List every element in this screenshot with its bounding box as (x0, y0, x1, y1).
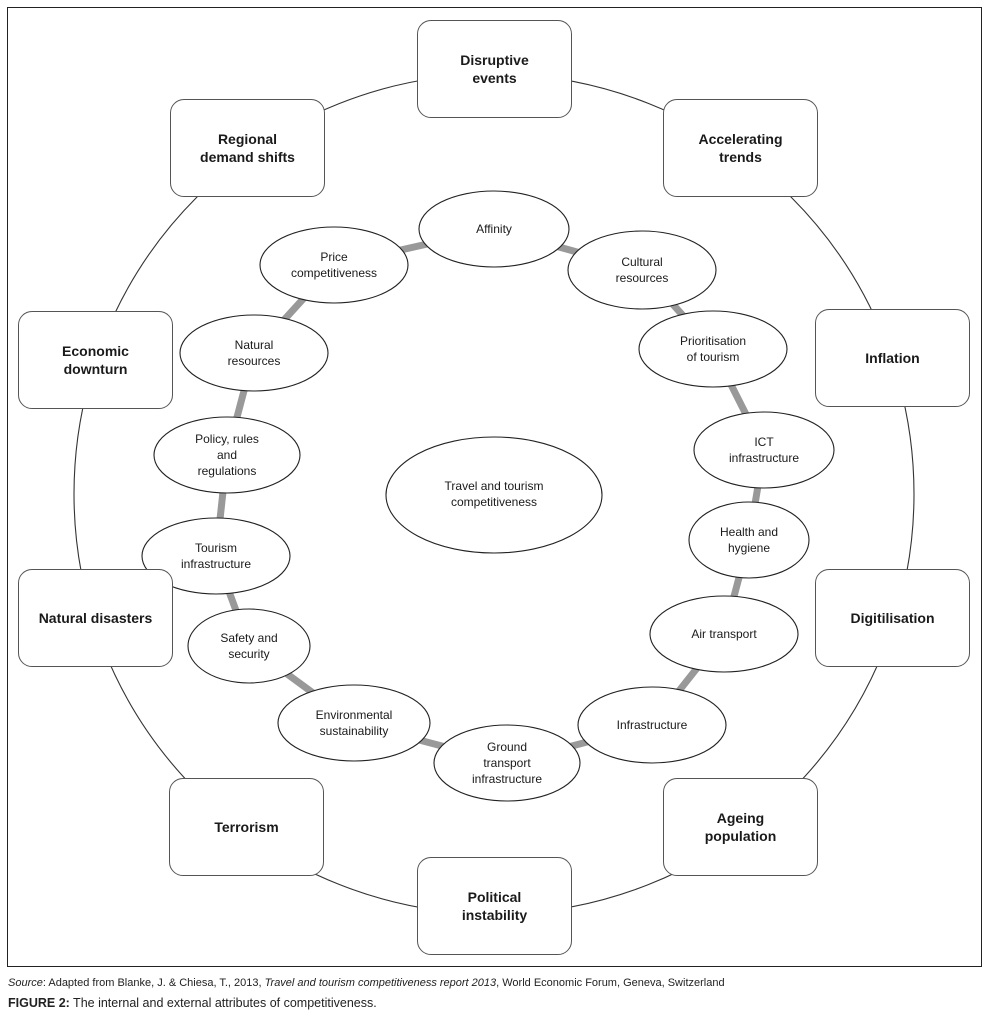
box-label-political-instability: Political instability (461, 889, 528, 923)
box-label-economic-downturn: Economic downturn (62, 343, 129, 377)
oval-safety-and-security (187, 608, 311, 684)
box-economic-downturn: Economic downturn (18, 311, 173, 409)
box-political-instability: Political instability (417, 857, 572, 955)
oval-tourism-infrastructure (141, 517, 291, 595)
oval-affinity (418, 190, 570, 268)
box-label-digitilisation: Digitilisation (850, 610, 935, 626)
box-label-ageing-population: Ageing population (704, 810, 777, 844)
oval-environmental-sustainability (277, 684, 431, 762)
oval-price-competitiveness (259, 226, 409, 304)
oval-cultural-resources (567, 230, 717, 310)
box-label-accelerating-trends: Accelerating trends (698, 131, 783, 165)
box-inflation: Inflation (815, 309, 970, 407)
oval-policy-rules-and-regulations (153, 416, 301, 494)
box-ageing-population: Ageing population (663, 778, 818, 876)
figure-label: FIGURE 2: (8, 996, 70, 1010)
figure-text: The internal and external attributes of … (69, 996, 377, 1010)
figure-caption: Source: Adapted from Blanke, J. & Chiesa… (8, 975, 983, 1011)
oval-infrastructure (577, 686, 727, 764)
box-label-regional-demand-shifts: Regional demand shifts (200, 131, 295, 165)
source-rest: , World Economic Forum, Geneva, Switzerl… (496, 977, 725, 989)
box-label-natural-disasters: Natural disasters (38, 610, 153, 626)
source-line: Source: Adapted from Blanke, J. & Chiesa… (8, 975, 983, 991)
center-oval (385, 436, 603, 554)
source-title: Travel and tourism competitiveness repor… (264, 977, 497, 989)
box-terrorism: Terrorism (169, 778, 324, 876)
oval-ict-infrastructure (693, 411, 835, 489)
oval-natural-resources (179, 314, 329, 392)
box-label-disruptive-events: Disruptive events (460, 52, 529, 86)
box-accelerating-trends: Accelerating trends (663, 99, 818, 197)
box-label-inflation: Inflation (865, 350, 920, 366)
oval-air-transport (649, 595, 799, 673)
figure-frame (7, 7, 982, 967)
oval-prioritisation-of-tourism (638, 310, 788, 388)
box-natural-disasters: Natural disasters (18, 569, 173, 667)
box-regional-demand-shifts: Regional demand shifts (170, 99, 325, 197)
box-label-terrorism: Terrorism (214, 819, 279, 835)
competitiveness-diagram (73, 73, 915, 915)
oval-ground-transport-infrastructure (433, 724, 581, 802)
box-disruptive-events: Disruptive events (417, 20, 572, 118)
box-digitilisation: Digitilisation (815, 569, 970, 667)
source-prefix: Source (8, 977, 43, 989)
oval-health-and-hygiene (688, 501, 810, 579)
source-sep: : Adapted from Blanke, J. & Chiesa, T., … (42, 977, 265, 989)
figure-line: FIGURE 2: The internal and external attr… (8, 995, 983, 1011)
